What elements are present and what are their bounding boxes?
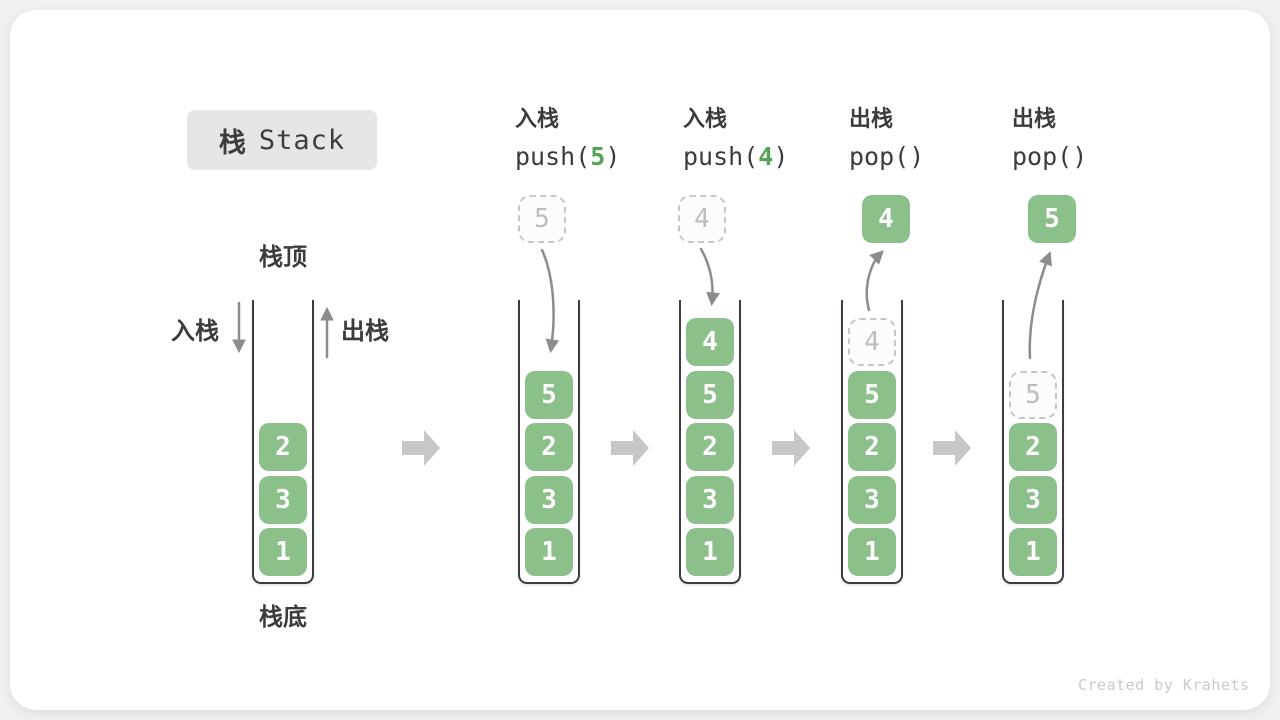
- stack-cell-dashed: 4: [848, 318, 896, 366]
- stack-cell: 1: [259, 528, 307, 576]
- op-code: push(5): [515, 144, 620, 169]
- stack-cell: 2: [848, 423, 896, 471]
- op-name: 入栈: [683, 106, 728, 131]
- stack-cell: 1: [525, 528, 573, 576]
- title-cjk: 栈: [218, 127, 246, 158]
- stack-cell: 5: [525, 370, 573, 419]
- stack-cell: 1: [1009, 528, 1057, 576]
- stack-bottom-label: 栈底: [259, 604, 307, 631]
- op-label-push-4: 入栈 push(4): [683, 106, 788, 170]
- code-suffix: ): [1072, 142, 1088, 171]
- watermark: Created by Krahets: [1078, 676, 1250, 694]
- stack-cell: 1: [848, 528, 896, 576]
- stack-cell: 3: [525, 475, 573, 524]
- op-name: 出栈: [1012, 106, 1057, 131]
- op-code: pop(): [1012, 144, 1087, 169]
- code-prefix: pop(: [1012, 142, 1073, 171]
- code-prefix: pop(: [849, 142, 910, 171]
- title-en: Stack: [258, 124, 346, 156]
- stack-cell: 2: [259, 423, 307, 471]
- code-suffix: ): [773, 142, 789, 171]
- code-prefix: push(: [515, 142, 591, 171]
- code-prefix: push(: [683, 142, 759, 171]
- floating-cell-push-5: 5: [518, 195, 566, 243]
- stack-cell: 1: [686, 528, 734, 576]
- code-suffix: ): [605, 142, 621, 171]
- floating-cell-push-4: 4: [678, 195, 726, 243]
- push-direction-label: 入栈: [171, 318, 219, 345]
- op-label-pop-2: 出栈 pop(): [1012, 106, 1087, 170]
- stack-cell: 3: [259, 475, 307, 524]
- title-box: 栈 Stack: [187, 110, 377, 170]
- stack-cell: 4: [686, 318, 734, 366]
- op-code: pop(): [849, 144, 924, 169]
- stack-top-label: 栈顶: [259, 244, 307, 271]
- op-code: push(4): [683, 144, 788, 169]
- op-label-push-5: 入栈 push(5): [515, 106, 620, 170]
- code-arg: 5: [590, 142, 606, 171]
- floating-cell-popped-4: 4: [862, 195, 910, 243]
- floating-cell-popped-5: 5: [1028, 195, 1076, 243]
- stack-cell: 2: [1009, 423, 1057, 471]
- stack-cell: 3: [1009, 475, 1057, 524]
- stack-cell: 2: [686, 423, 734, 471]
- stack-cell: 3: [686, 475, 734, 524]
- stack-cell-dashed: 5: [1009, 370, 1057, 419]
- op-name: 出栈: [849, 106, 894, 131]
- stack-cell: 2: [525, 423, 573, 471]
- code-arg: 4: [758, 142, 774, 171]
- stack-cell: 3: [848, 475, 896, 524]
- op-name: 入栈: [515, 106, 560, 131]
- stack-cell: 5: [686, 370, 734, 419]
- code-suffix: ): [909, 142, 925, 171]
- pop-direction-label: 出栈: [341, 318, 389, 345]
- stack-cell: 5: [848, 370, 896, 419]
- op-label-pop-1: 出栈 pop(): [849, 106, 924, 170]
